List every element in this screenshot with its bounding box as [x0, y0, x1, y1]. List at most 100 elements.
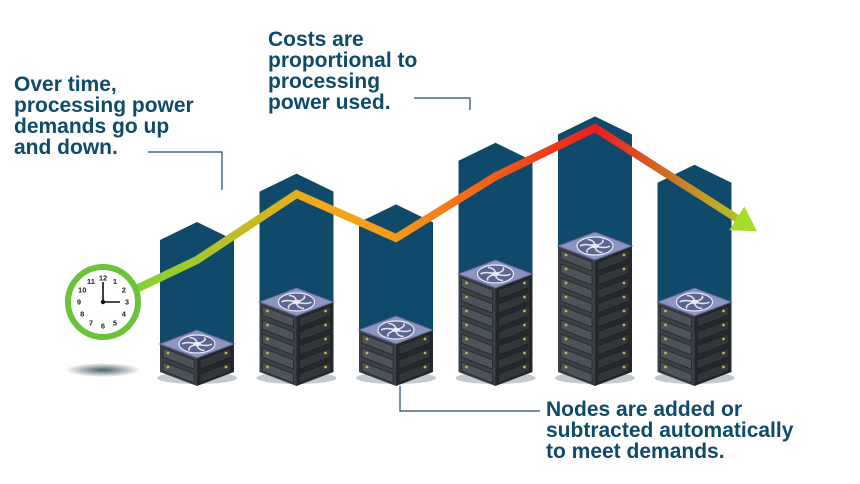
- server-unit-right: [597, 333, 630, 356]
- demand-caption-line: demands go up: [14, 115, 170, 138]
- status-light: [423, 351, 427, 355]
- status-light: [523, 337, 526, 341]
- status-light: [166, 365, 170, 369]
- status-light: [266, 365, 269, 369]
- server-unit-right: [597, 361, 630, 384]
- status-light: [622, 267, 626, 271]
- status-light: [664, 323, 667, 327]
- server-unit-right: [697, 305, 729, 328]
- clock-number: 10: [78, 286, 86, 295]
- status-light: [423, 365, 427, 369]
- costs-caption-line: proportional to: [268, 49, 418, 72]
- status-light: [465, 295, 468, 299]
- fan-hub: [491, 271, 500, 277]
- status-light: [722, 337, 725, 341]
- server-unit-right: [498, 305, 530, 328]
- server-unit-right: [199, 361, 232, 384]
- server-unit-right: [498, 347, 530, 370]
- demand-bars: [160, 116, 732, 373]
- server-unit-left: [560, 347, 593, 370]
- status-light: [465, 309, 468, 313]
- clock-number: 7: [89, 318, 93, 327]
- status-light: [266, 323, 269, 327]
- nodes-caption: Nodes are added or subtracted automatica…: [546, 399, 793, 462]
- demand-caption-line: processing power: [14, 94, 194, 117]
- server-unit-left: [162, 361, 195, 384]
- status-light: [622, 323, 626, 327]
- clock-number: 5: [113, 318, 117, 327]
- status-light: [564, 351, 568, 355]
- server-unit-right: [398, 333, 431, 356]
- server-unit-right: [498, 333, 530, 356]
- server-unit-left: [461, 361, 493, 384]
- server-unit-right: [398, 347, 431, 370]
- status-light: [664, 337, 667, 341]
- status-light: [324, 309, 327, 313]
- server-unit-left: [560, 263, 593, 286]
- status-light: [523, 351, 526, 355]
- server-unit-left: [262, 333, 294, 356]
- server-unit-right: [199, 347, 232, 370]
- server-unit-right: [597, 305, 630, 328]
- clock-number: 6: [101, 322, 105, 331]
- server-unit-left: [461, 347, 493, 370]
- status-light: [465, 281, 468, 285]
- server-towers: [157, 231, 735, 386]
- status-light: [224, 365, 228, 369]
- server-unit-left: [461, 319, 493, 342]
- status-light: [324, 337, 327, 341]
- status-light: [523, 309, 526, 313]
- status-light: [523, 365, 526, 369]
- server-unit-left: [262, 361, 294, 384]
- server-unit-left: [162, 347, 195, 370]
- server-unit-right: [597, 291, 630, 314]
- server-unit-left: [461, 333, 493, 356]
- server-unit-right: [299, 305, 331, 328]
- server-unit-right: [597, 249, 630, 272]
- status-light: [564, 281, 568, 285]
- status-light: [622, 281, 626, 285]
- server-unit-right: [299, 361, 331, 384]
- server-unit-left: [660, 319, 692, 342]
- server-unit-right: [299, 333, 331, 356]
- status-light: [564, 365, 568, 369]
- server-unit-left: [361, 361, 394, 384]
- status-light: [664, 351, 667, 355]
- status-light: [722, 323, 725, 327]
- clock-number: 8: [80, 310, 84, 319]
- nodes-caption-line: to meet demands.: [546, 440, 725, 463]
- caption-leader-lines: [148, 97, 540, 412]
- status-light: [324, 351, 327, 355]
- server-unit-left: [660, 361, 692, 384]
- clock-number: 2: [122, 286, 126, 295]
- demand-caption-line: and down.: [14, 136, 118, 159]
- server-unit-right: [299, 319, 331, 342]
- status-light: [266, 351, 269, 355]
- demand-leader: [148, 151, 223, 190]
- clock-number: 9: [77, 298, 81, 307]
- trend-line-path: [128, 123, 739, 296]
- server-unit-left: [560, 277, 593, 300]
- clock-number: 11: [87, 277, 95, 286]
- server-unit-left: [361, 333, 394, 356]
- server-unit-left: [461, 305, 493, 328]
- server-tower: [654, 287, 735, 386]
- server-unit-left: [660, 305, 692, 328]
- status-light: [664, 309, 667, 313]
- status-light: [465, 323, 468, 327]
- status-light: [324, 365, 327, 369]
- nodes-leader: [399, 386, 540, 412]
- server-unit-right: [299, 347, 331, 370]
- status-light: [266, 309, 269, 313]
- nodes-caption-line: subtracted automatically: [546, 419, 794, 442]
- status-light: [465, 337, 468, 341]
- status-light: [564, 309, 568, 313]
- costs-caption: Costs are proportional to processing pow…: [268, 29, 417, 113]
- server-unit-left: [560, 249, 593, 272]
- status-light: [365, 365, 369, 369]
- status-light: [224, 351, 228, 355]
- server-unit-left: [461, 277, 493, 300]
- server-tower: [256, 287, 337, 386]
- server-tower: [455, 259, 536, 386]
